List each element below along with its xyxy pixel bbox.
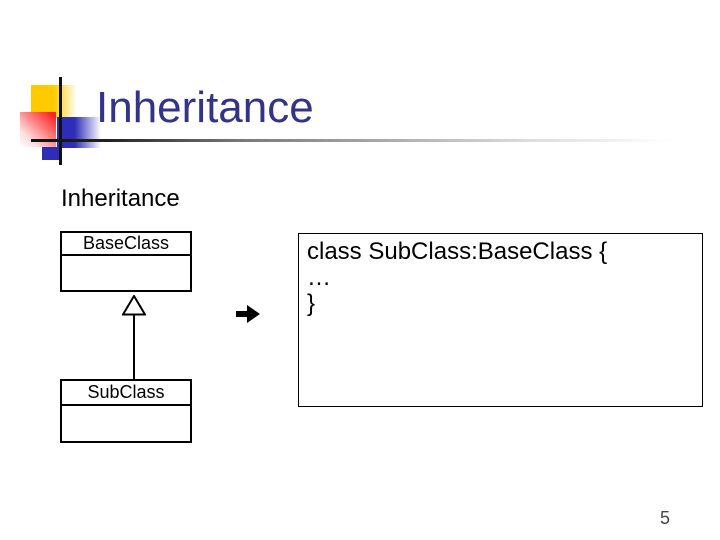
code-box: class SubClass:BaseClass { … } [298, 233, 703, 407]
logo-blue-small-square [42, 147, 61, 160]
logo-vertical-line [59, 77, 62, 165]
body-heading: Inheritance [61, 185, 180, 212]
right-arrow-icon [235, 303, 261, 330]
uml-subclass-label: SubClass [62, 381, 190, 406]
uml-subclass-box: SubClass [60, 379, 192, 443]
uml-baseclass-label: BaseClass [62, 233, 190, 256]
title-underline-rule [31, 139, 672, 142]
uml-subclass-empty-compartment [62, 406, 190, 441]
uml-baseclass-empty-compartment [62, 256, 190, 290]
slide-number: 5 [660, 508, 671, 528]
logo-blue-square [57, 117, 101, 148]
code-line-2: … [307, 264, 331, 291]
uml-baseclass-box: BaseClass [60, 231, 192, 292]
inheritance-triangle-icon [121, 294, 147, 321]
slide-title: Inheritance [96, 83, 314, 132]
code-line-3: } [307, 290, 316, 317]
code-line-1: class SubClass:BaseClass { [307, 238, 608, 265]
inheritance-connector-line [133, 315, 135, 379]
